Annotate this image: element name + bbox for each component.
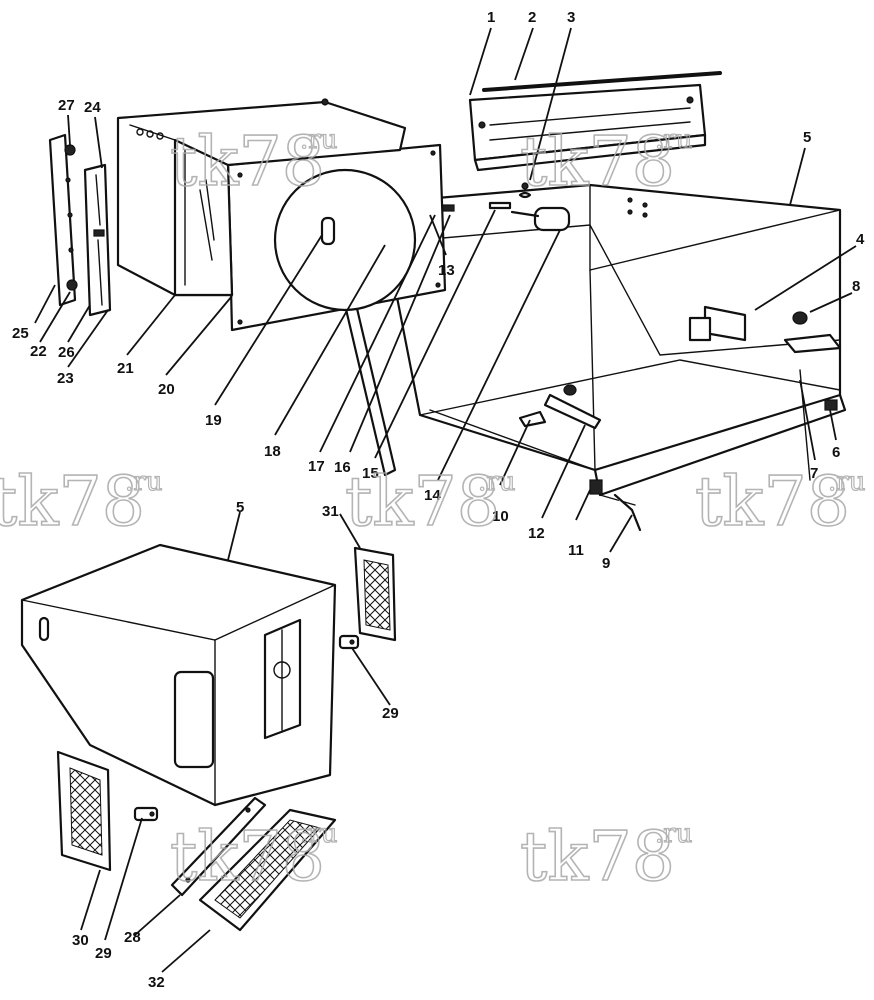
side-panel-right bbox=[83, 163, 112, 317]
callout-22: 22 bbox=[30, 343, 47, 360]
gasket-panel bbox=[688, 305, 747, 342]
watermark-suffix: .ru bbox=[655, 819, 692, 849]
callout-labels: 1 2 3 5 4 8 6 7 9 10 11 12 13 14 15 16 1… bbox=[12, 9, 865, 991]
callout-26: 26 bbox=[58, 344, 75, 361]
blower-motor bbox=[510, 206, 571, 232]
callout-5-lower: 5 bbox=[236, 499, 244, 516]
watermark-text: tk78 bbox=[520, 818, 675, 897]
linkage-arm bbox=[518, 369, 811, 481]
callout-25: 25 bbox=[12, 325, 29, 342]
callout-23: 23 bbox=[57, 370, 74, 387]
callout-21: 21 bbox=[117, 360, 134, 377]
callout-27: 27 bbox=[58, 97, 75, 114]
callout-29-upper: 29 bbox=[382, 705, 399, 722]
watermark-suffix: .ru bbox=[125, 467, 162, 497]
grille-right bbox=[353, 546, 397, 642]
callout-18: 18 bbox=[264, 443, 281, 460]
watermark-text: tk78 bbox=[0, 463, 145, 542]
callout-24: 24 bbox=[84, 99, 101, 116]
mounting-strip bbox=[170, 796, 267, 897]
callout-31: 31 bbox=[322, 503, 339, 520]
callout-12: 12 bbox=[528, 525, 545, 542]
grille-bottom bbox=[198, 808, 337, 932]
callout-17: 17 bbox=[308, 458, 325, 475]
callout-8: 8 bbox=[852, 278, 860, 295]
callout-28: 28 bbox=[124, 929, 141, 946]
main-housing-lower bbox=[20, 543, 337, 807]
bottom-frame-rail bbox=[589, 393, 847, 532]
callout-14: 14 bbox=[424, 487, 441, 504]
clip-upper bbox=[338, 634, 360, 650]
watermark-text: tk78 bbox=[170, 818, 325, 897]
callout-10: 10 bbox=[492, 508, 509, 525]
clip-lower bbox=[133, 806, 159, 822]
callout-7: 7 bbox=[810, 465, 818, 482]
evaporator-frame bbox=[116, 98, 407, 297]
watermark-suffix: .ru bbox=[478, 467, 515, 497]
watermark-text: tk78 bbox=[695, 463, 850, 542]
back-plate-with-opening bbox=[226, 143, 447, 332]
callout-11: 11 bbox=[568, 542, 584, 559]
callout-32: 32 bbox=[148, 974, 165, 991]
callout-29-lower: 29 bbox=[95, 945, 112, 962]
grille-left bbox=[56, 750, 112, 872]
callout-19: 19 bbox=[205, 412, 222, 429]
callout-15: 15 bbox=[362, 465, 379, 482]
callout-30: 30 bbox=[72, 932, 89, 949]
callout-5-upper: 5 bbox=[803, 129, 811, 146]
top-rail-assembly bbox=[468, 71, 722, 172]
watermarks: tk78 .ru tk78 .ru tk78 .ru tk78 .ru tk78… bbox=[0, 122, 866, 898]
spring bbox=[518, 182, 532, 199]
support-strap bbox=[343, 298, 397, 477]
watermark-suffix: .ru bbox=[828, 467, 865, 497]
callout-2: 2 bbox=[528, 9, 536, 26]
watermark-text: tk78 bbox=[345, 463, 500, 542]
callout-4: 4 bbox=[856, 231, 865, 248]
callout-3: 3 bbox=[567, 9, 575, 26]
watermark-suffix: .ru bbox=[300, 125, 337, 155]
mount-bracket bbox=[783, 311, 842, 354]
callout-6: 6 bbox=[832, 444, 840, 461]
watermark-suffix: .ru bbox=[300, 819, 337, 849]
side-panel-left bbox=[48, 133, 78, 307]
callout-16: 16 bbox=[334, 459, 351, 476]
watermark-text: tk78 bbox=[520, 123, 675, 202]
leader-lines bbox=[34, 27, 857, 973]
callout-13: 13 bbox=[438, 262, 455, 279]
watermark-text: tk78 bbox=[170, 123, 325, 202]
callout-1: 1 bbox=[487, 9, 495, 26]
callout-20: 20 bbox=[158, 381, 175, 398]
watermark-suffix: .ru bbox=[655, 125, 692, 155]
callout-9: 9 bbox=[602, 555, 610, 572]
